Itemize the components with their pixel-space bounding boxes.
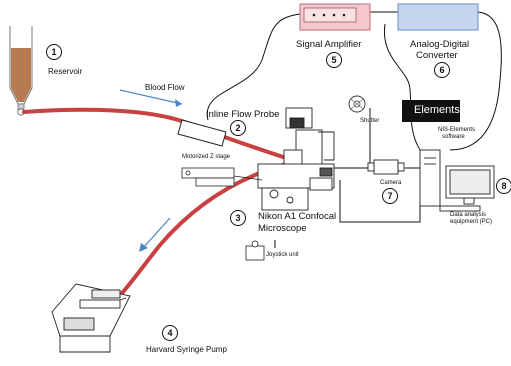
motorized-z-stage-icon (181, 167, 263, 187)
signal-amplifier-box (299, 3, 371, 31)
shutter-icon (348, 95, 366, 113)
confocal-microscope-icon (257, 107, 335, 211)
reservoir-label: Reservoir (48, 67, 83, 76)
badge-2: 2 (230, 120, 246, 136)
syringe-pump-icon (51, 283, 131, 353)
camera-icon (367, 159, 405, 175)
adc-box (397, 3, 479, 31)
shutter-label: Shutter (360, 118, 380, 124)
nikon-microscope-label-line1: Nikon A1 Confocal (258, 211, 337, 222)
badge-1: 1 (46, 44, 62, 60)
blood-flow-label: Blood Flow (145, 83, 185, 92)
signal-amplifier-label: Signal Amplifier (296, 39, 362, 50)
joystick-unit-icon (245, 240, 265, 261)
badge-4: 4 (162, 325, 178, 341)
nis-logo-text: Elements (414, 104, 460, 116)
reservoir-fluid (11, 48, 31, 102)
adc-label-line2: Converter (416, 50, 458, 61)
signal-cables (206, 11, 502, 248)
reservoir-funnel-icon (9, 26, 33, 116)
nis-elements-logo (402, 100, 460, 122)
joystick-unit-label: Joystick unit (266, 252, 299, 258)
badge-7: 7 (382, 188, 398, 204)
nis-software-label-line2: software (442, 134, 465, 140)
nis-software-label-line1: NIS-Elements (438, 127, 476, 133)
nikon-microscope-label-line2: Microscope (258, 223, 307, 234)
motorized-z-stage-label: Motorized Z stage (182, 154, 231, 160)
adc-label-line1: Analog-Digital (410, 39, 470, 50)
camera-label: Camera (380, 180, 402, 186)
harvard-pump-label: Harvard Syringe Pump (146, 345, 227, 354)
flow-probe-icon (177, 119, 227, 147)
data-analysis-label-line2: equipment (PC) (450, 219, 493, 225)
badge-8: 8 (496, 178, 511, 194)
badge-5: 5 (326, 52, 342, 68)
flow-arrows (119, 89, 183, 252)
data-analysis-label-line1: Data analysis (450, 212, 487, 218)
blood-tubing (22, 107, 288, 302)
badge-6: 6 (434, 62, 450, 78)
inline-flow-probe-label: Inline Flow Probe (206, 109, 280, 120)
computer-icon (419, 149, 495, 212)
badge-3: 3 (230, 210, 246, 226)
